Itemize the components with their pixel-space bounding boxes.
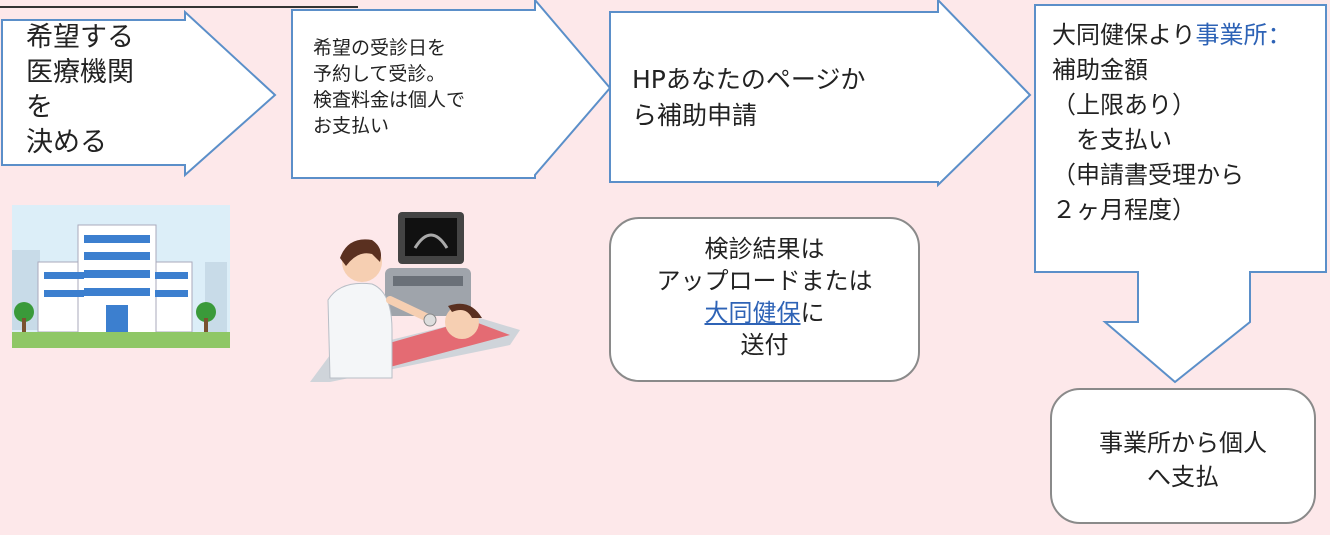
- step4-arrow-shape: [1034, 4, 1327, 384]
- step1-choose-hospital-text: 希望する 医療機関 を 決める: [26, 22, 134, 158]
- results-line4: 送付: [740, 331, 789, 359]
- step4-office-highlight: 事業所: [1195, 21, 1268, 49]
- cutoff-underlined-heading: [0, 0, 358, 8]
- payment-note-box: 事業所から個人 へ支払: [1050, 388, 1316, 524]
- step3-arrow-shape: [609, 0, 1032, 188]
- step4-rest: 補助金額 （上限あり） を支払い （申請書受理から ２ヶ月程度）: [1052, 56, 1244, 224]
- step4-prefix: 大同健保より: [1052, 21, 1196, 49]
- step4-subsidy-payment-text: 大同健保より事業所： 補助金額 （上限あり） を支払い （申請書受理から ２ヶ月程…: [1052, 18, 1302, 228]
- step3-apply-subsidy-text: HPあなたのページか ら補助申請: [632, 65, 866, 130]
- results-line3: 大同健保に: [611, 297, 918, 329]
- ultrasound-illustration: [310, 212, 520, 382]
- results-line1: 検診結果は: [704, 235, 825, 263]
- results-suffix: に: [800, 299, 825, 327]
- step1-arrow-shape: [1, 9, 277, 178]
- results-line2: アップロードまたは: [656, 267, 873, 295]
- step4-colon: ：: [1267, 21, 1292, 49]
- results-note-box: 検診結果は アップロードまたは 大同健保に 送付: [609, 217, 920, 382]
- daido-kenpo-link[interactable]: 大同健保: [704, 299, 801, 327]
- hospital-illustration: [12, 205, 230, 348]
- step2-arrow-shape: [291, 0, 612, 179]
- step2-book-and-pay-text: 希望の受診日を 予約して受診。 検査料金は個人で お支払い: [313, 37, 466, 137]
